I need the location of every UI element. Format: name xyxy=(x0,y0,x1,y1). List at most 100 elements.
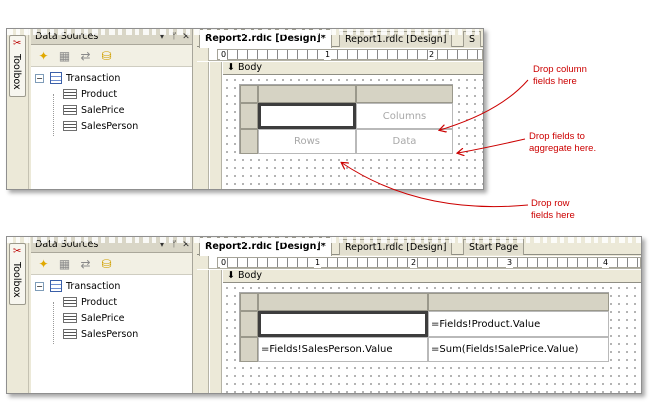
tree-item-label: SalePrice xyxy=(81,312,125,324)
tree-item-label: SalesPerson xyxy=(81,120,139,132)
pin-icon[interactable]: ᛘ xyxy=(171,239,177,250)
column-handle[interactable] xyxy=(258,85,356,103)
vertical-ruler xyxy=(197,270,209,393)
tree-item-label: Transaction xyxy=(66,72,121,84)
data-sources-panel: Data Sources ▾ ᛘ ✕ ✦ ▦ ⇄ ⛁ − Transaction… xyxy=(31,237,193,393)
data-sources-tree: − Transaction Product SalePrice SalesPer… xyxy=(31,275,192,344)
remove-datasource-icon[interactable]: ⇄ xyxy=(80,48,91,63)
refresh-datasource-icon[interactable]: ⛁ xyxy=(101,256,112,271)
ruler-scale: 0 1 2 3 4 xyxy=(217,257,641,268)
row-handle[interactable] xyxy=(240,311,258,337)
row-handle[interactable] xyxy=(240,337,258,362)
tree-item-label: SalesPerson xyxy=(81,328,139,340)
ruler-scale: 0 1 2 xyxy=(217,49,483,60)
tree-item-label: SalePrice xyxy=(81,104,125,116)
edit-datasource-icon[interactable]: ▦ xyxy=(58,256,71,271)
tree-connector xyxy=(53,302,54,344)
ruler-number: 3 xyxy=(506,258,514,268)
column-handle[interactable] xyxy=(428,293,609,311)
matrix-data-cell[interactable]: =Sum(Fields!SalePrice.Value) xyxy=(428,337,609,362)
ruler-number: 2 xyxy=(410,258,418,268)
add-datasource-icon[interactable]: ✦ xyxy=(38,48,49,63)
field-icon xyxy=(63,89,77,99)
panel-menu-icon[interactable]: ▾ xyxy=(159,239,165,250)
report-designer: 0 1 2 ⬇ Body Columns Rows Data xyxy=(197,48,483,189)
body-arrow-icon: ⬇ xyxy=(227,270,235,281)
ruler-number: 2 xyxy=(428,50,436,60)
data-sources-title: Data Sources xyxy=(35,31,99,42)
body-section-header[interactable]: ⬇ Body xyxy=(223,62,483,75)
tree-item-salesperson[interactable]: SalesPerson xyxy=(35,326,192,342)
screenshot-before: ✂ Toolbox Data Sources ▾ ᛘ ✕ ✦ ▦ ⇄ ⛁ − T… xyxy=(6,28,484,190)
row-handle[interactable] xyxy=(240,129,258,154)
ruler-corner xyxy=(197,256,209,269)
report-canvas[interactable]: Columns Rows Data xyxy=(223,76,483,189)
selected-cell-outline xyxy=(258,311,428,337)
body-section-header[interactable]: ⬇ Body xyxy=(223,270,641,283)
matrix-row-cell[interactable]: Rows xyxy=(258,129,356,154)
matrix-corner-handle[interactable] xyxy=(240,85,258,103)
collapse-icon[interactable]: − xyxy=(35,281,44,291)
body-arrow-icon: ⬇ xyxy=(227,62,235,73)
torn-edge xyxy=(7,29,483,35)
refresh-datasource-icon[interactable]: ⛁ xyxy=(101,48,112,63)
data-sources-tree: − Transaction Product SalePrice SalesPer… xyxy=(31,67,192,136)
close-icon[interactable]: ✕ xyxy=(182,239,190,250)
toolbox-label: Toolbox xyxy=(11,54,22,90)
matrix[interactable]: Columns Rows Data xyxy=(239,84,453,154)
ruler-number: 1 xyxy=(324,50,332,60)
ruler-number: 0 xyxy=(220,50,228,60)
section-gutter xyxy=(210,62,222,189)
ruler-corner xyxy=(197,48,209,61)
tree-item-transaction[interactable]: − Transaction xyxy=(35,278,192,294)
panel-menu-icon[interactable]: ▾ xyxy=(159,31,165,42)
close-icon[interactable]: ✕ xyxy=(182,31,190,42)
toolbox-strip: ✂ Toolbox xyxy=(7,29,29,189)
matrix-column-cell[interactable]: =Fields!Product.Value xyxy=(428,311,609,337)
field-icon xyxy=(63,105,77,115)
field-icon xyxy=(63,121,77,131)
tree-item-salesperson[interactable]: SalesPerson xyxy=(35,118,192,134)
collapse-icon[interactable]: − xyxy=(35,73,44,83)
toolbox-icon: ✂ xyxy=(13,38,22,49)
body-section-label: Body xyxy=(238,62,262,73)
column-handle[interactable] xyxy=(356,85,453,103)
tree-connector xyxy=(53,94,54,136)
ruler-number: 0 xyxy=(220,258,228,268)
field-icon xyxy=(63,313,77,323)
matrix[interactable]: =Fields!Product.Value =Fields!SalesPerso… xyxy=(239,292,609,362)
row-handle[interactable] xyxy=(240,103,258,129)
column-handle[interactable] xyxy=(258,293,428,311)
toolbox-tab[interactable]: ✂ Toolbox xyxy=(9,243,26,305)
matrix-column-cell[interactable]: Columns xyxy=(356,103,453,129)
edit-datasource-icon[interactable]: ▦ xyxy=(58,48,71,63)
toolbox-tab[interactable]: ✂ Toolbox xyxy=(9,35,26,97)
pin-icon[interactable]: ᛘ xyxy=(171,31,177,42)
matrix-data-cell[interactable]: Data xyxy=(356,129,453,154)
add-datasource-icon[interactable]: ✦ xyxy=(38,256,49,271)
matrix-corner-handle[interactable] xyxy=(240,293,258,311)
toolbox-icon: ✂ xyxy=(13,246,22,257)
remove-datasource-icon[interactable]: ⇄ xyxy=(80,256,91,271)
table-icon xyxy=(50,72,62,84)
tree-item-product[interactable]: Product xyxy=(35,294,192,310)
matrix-row-cell[interactable]: =Fields!SalesPerson.Value xyxy=(258,337,428,362)
tree-item-label: Product xyxy=(81,296,118,308)
annotation-rows: Drop row fields here xyxy=(531,198,575,221)
ruler-number: 4 xyxy=(602,258,610,268)
tree-item-saleprice[interactable]: SalePrice xyxy=(35,102,192,118)
data-sources-toolbar: ✦ ▦ ⇄ ⛁ xyxy=(31,45,192,67)
horizontal-ruler: 0 1 2 3 4 xyxy=(197,256,641,269)
tree-item-label: Transaction xyxy=(66,280,121,292)
field-icon xyxy=(63,297,77,307)
toolbox-strip: ✂ Toolbox xyxy=(7,237,29,393)
tree-item-transaction[interactable]: − Transaction xyxy=(35,70,192,86)
annotation-columns: Drop column fields here xyxy=(533,64,587,87)
body-section-label: Body xyxy=(238,270,262,281)
tree-item-saleprice[interactable]: SalePrice xyxy=(35,310,192,326)
tree-item-product[interactable]: Product xyxy=(35,86,192,102)
table-icon xyxy=(50,280,62,292)
report-canvas[interactable]: =Fields!Product.Value =Fields!SalesPerso… xyxy=(223,284,641,393)
field-icon xyxy=(63,329,77,339)
report-designer: 0 1 2 3 4 ⬇ Body =Fields!Product.Value xyxy=(197,256,641,393)
